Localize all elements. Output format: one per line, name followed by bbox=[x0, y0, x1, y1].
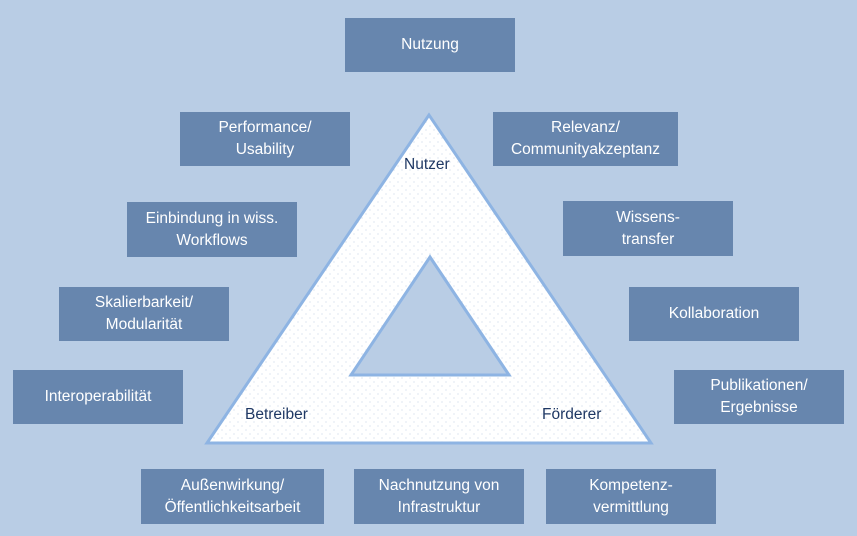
vertex-label-nutzer: Nutzer bbox=[404, 156, 450, 173]
inner-triangle bbox=[348, 254, 512, 377]
box-kompetenzvermittlung: Kompetenz- vermittlung bbox=[546, 469, 716, 524]
box-skalierbarkeit-modularitaet: Skalierbarkeit/ Modularität bbox=[59, 287, 229, 341]
box-nutzung: Nutzung bbox=[345, 18, 515, 72]
box-nachnutzung-infrastruktur: Nachnutzung von Infrastruktur bbox=[354, 469, 524, 524]
box-interoperabilitaet: Interoperabilität bbox=[13, 370, 183, 424]
box-aussenwirkung: Außenwirkung/ Öffentlichkeitsarbeit bbox=[141, 469, 324, 524]
box-kollaboration: Kollaboration bbox=[629, 287, 799, 341]
box-einbindung-workflows: Einbindung in wiss. Workflows bbox=[127, 202, 297, 257]
vertex-label-foerderer: Förderer bbox=[542, 406, 602, 423]
box-performance-usability: Performance/ Usability bbox=[180, 112, 350, 166]
box-publikationen-ergebnisse: Publikationen/ Ergebnisse bbox=[674, 370, 844, 424]
vertex-label-betreiber: Betreiber bbox=[245, 406, 308, 423]
box-relevanz-communityakzeptanz: Relevanz/ Communityakzeptanz bbox=[493, 112, 678, 166]
box-wissenstransfer: Wissens- transfer bbox=[563, 201, 733, 256]
